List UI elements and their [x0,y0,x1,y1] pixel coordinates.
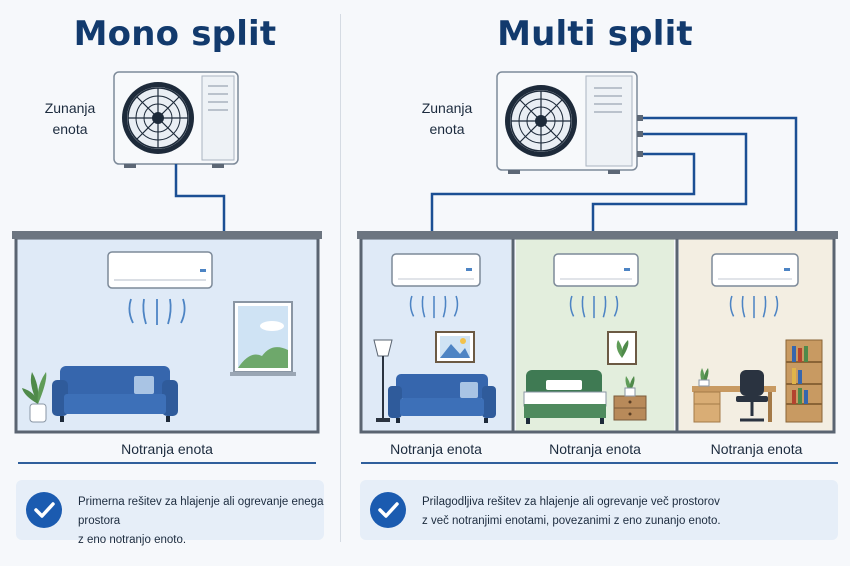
mono-label-rule [18,462,316,464]
section-divider [340,14,341,542]
multi-indoor-unit-2 [553,253,639,287]
mono-outdoor-fan-icon [121,81,195,155]
bedroom-nightstand-icon [613,376,647,421]
mono-outdoor-unit [113,71,239,168]
bedroom-bed-icon [523,370,607,424]
mono-split-title: Mono split [73,14,277,54]
mono-window-icon [230,301,296,376]
multi-indoor-unit-1 [391,253,481,287]
mono-indoor-unit-label: Notranja enota [121,441,213,457]
mono-note-text: Primerna rešitev za hlajenje ali ogrevan… [78,496,324,546]
office-bookshelf-icon [785,339,823,423]
mono-outdoor-unit-label: Zunanja enota [44,100,96,137]
multi-outdoor-fan-icon [504,84,578,158]
mono-sofa-icon [52,366,178,422]
multi-label-rule [361,462,838,464]
multi-split-title: Multi split [497,14,693,54]
office-desk-icon [692,368,776,423]
multi-info-note: Prilagodljiva rešitev za hlajenje ali og… [360,480,838,540]
mono-info-note: Primerna rešitev za hlajenje ali ogrevan… [16,480,324,546]
multi-indoor-unit-label-2: Notranja enota [549,441,641,457]
check-icon [26,492,62,528]
multi-outdoor-unit-label: Zunanja enota [421,100,473,137]
multi-note-text: Prilagodljiva rešitev za hlajenje ali og… [422,496,721,527]
multi-indoor-unit-label-1: Notranja enota [390,441,482,457]
multi-outdoor-unit [496,71,643,174]
check-icon [370,492,406,528]
living-room-picture-icon [435,331,475,363]
living-room-sofa-icon [388,374,496,423]
multi-indoor-unit-3 [711,253,799,287]
multi-indoor-unit-label-3: Notranja enota [710,441,803,457]
bedroom-plant-picture-icon [607,331,637,365]
mono-plant-icon [22,372,47,423]
mono-indoor-unit [107,251,213,289]
office-chair-icon [736,370,768,422]
living-room-lamp-icon [373,339,393,422]
